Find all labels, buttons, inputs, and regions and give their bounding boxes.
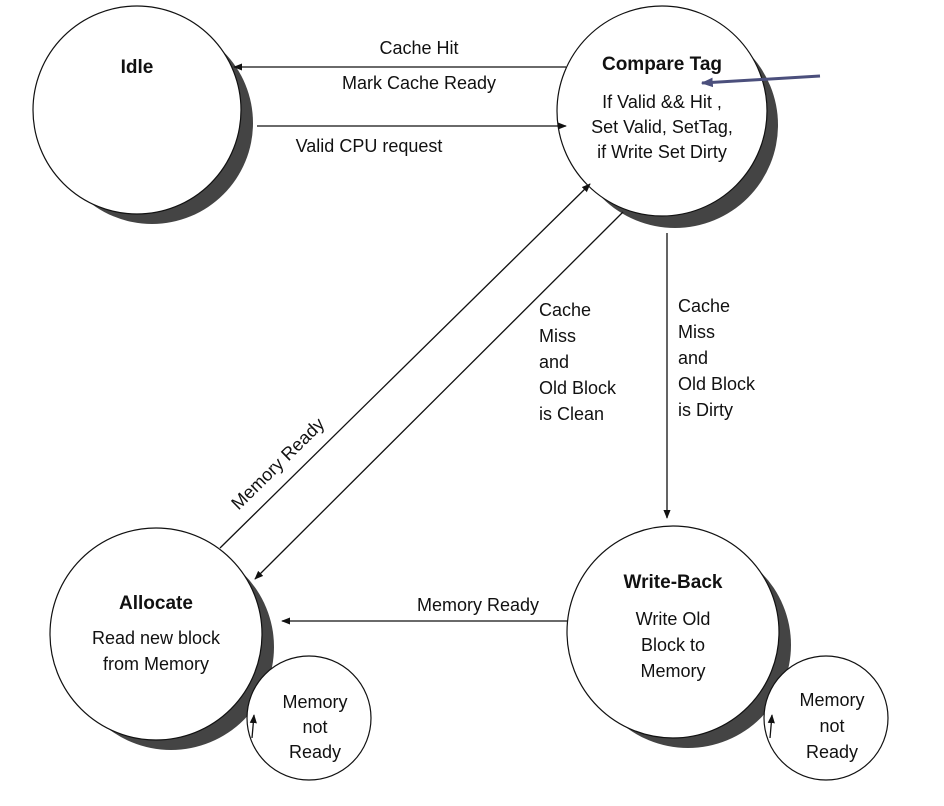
state-write-back-line-2: Block to [641, 635, 705, 655]
transition-idle-to-compare-label: Valid CPU request [296, 136, 443, 156]
loop-write-back-arrow [767, 714, 775, 739]
transition-compare-to-writeback-label-2: Miss [678, 322, 715, 342]
state-idle-title: Idle [121, 57, 154, 78]
transition-compare-to-idle: Cache Hit Mark Cache Ready [233, 38, 566, 93]
transition-allocate-to-compare: Memory Ready [219, 183, 591, 549]
transition-compare-to-allocate-label-1: Cache [539, 300, 591, 320]
transition-compare-to-allocate-arrow [254, 211, 624, 580]
loop-allocate-line-1: Memory [282, 692, 347, 712]
transition-compare-to-writeback: Cache Miss and Old Block is Dirty [663, 233, 756, 519]
transition-compare-to-writeback-label-1: Cache [678, 296, 730, 316]
transition-compare-to-allocate: Cache Miss and Old Block is Clean [254, 211, 624, 580]
transition-compare-to-idle-label-2: Mark Cache Ready [342, 73, 496, 93]
transition-compare-to-writeback-label-5: is Dirty [678, 400, 733, 420]
state-compare-tag-line-2: Set Valid, SetTag, [591, 117, 733, 137]
transition-compare-to-allocate-label-3: and [539, 352, 569, 372]
loop-write-back-line-1: Memory [799, 690, 864, 710]
loop-allocate-line-2: not [302, 717, 327, 737]
state-idle: Idle [32, 5, 253, 224]
transition-compare-to-writeback-label-3: and [678, 348, 708, 368]
loop-allocate-circle [246, 655, 372, 781]
transition-writeback-to-allocate: Memory Ready [281, 595, 567, 625]
state-write-back-line-3: Memory [640, 661, 705, 681]
loop-allocate-arrow [249, 714, 257, 739]
loop-write-back-line-3: Ready [806, 742, 858, 762]
state-allocate-line-2: from Memory [103, 654, 209, 674]
transition-idle-to-compare: Valid CPU request [257, 122, 567, 156]
transition-compare-to-idle-label-1: Cache Hit [379, 38, 458, 58]
state-write-back-line-1: Write Old [636, 609, 711, 629]
transition-compare-to-allocate-label-5: is Clean [539, 404, 604, 424]
transition-writeback-to-allocate-label: Memory Ready [417, 595, 539, 615]
transition-allocate-to-compare-arrow [219, 183, 591, 549]
state-allocate-line-1: Read new block [92, 628, 221, 648]
state-compare-tag-title: Compare Tag [602, 54, 722, 75]
transition-compare-to-allocate-label-4: Old Block [539, 378, 617, 398]
state-compare-tag-line-3: if Write Set Dirty [597, 142, 727, 162]
state-allocate: Allocate Read new block from Memory [49, 527, 274, 750]
loop-allocate-memory-not-ready: Memory not Ready [246, 655, 372, 781]
loop-write-back-line-2: not [819, 716, 844, 736]
state-idle-circle [32, 5, 242, 215]
transition-compare-to-writeback-label-4: Old Block [678, 374, 756, 394]
transition-allocate-to-compare-label: Memory Ready [227, 414, 328, 514]
state-compare-tag-circle [556, 5, 768, 217]
state-write-back-circle [566, 525, 780, 739]
state-compare-tag: Compare Tag If Valid && Hit , Set Valid,… [556, 5, 778, 228]
state-allocate-circle [49, 527, 263, 741]
transition-compare-to-allocate-label-2: Miss [539, 326, 576, 346]
state-allocate-title: Allocate [119, 593, 193, 614]
loop-allocate-line-3: Ready [289, 742, 341, 762]
state-write-back: Write-Back Write Old Block to Memory [566, 525, 791, 748]
entry-pointer-arrow [700, 74, 821, 88]
state-compare-tag-line-1: If Valid && Hit , [602, 92, 722, 112]
loop-write-back-memory-not-ready: Memory not Ready [763, 655, 889, 781]
loop-write-back-circle [763, 655, 889, 781]
state-write-back-title: Write-Back [624, 572, 723, 593]
